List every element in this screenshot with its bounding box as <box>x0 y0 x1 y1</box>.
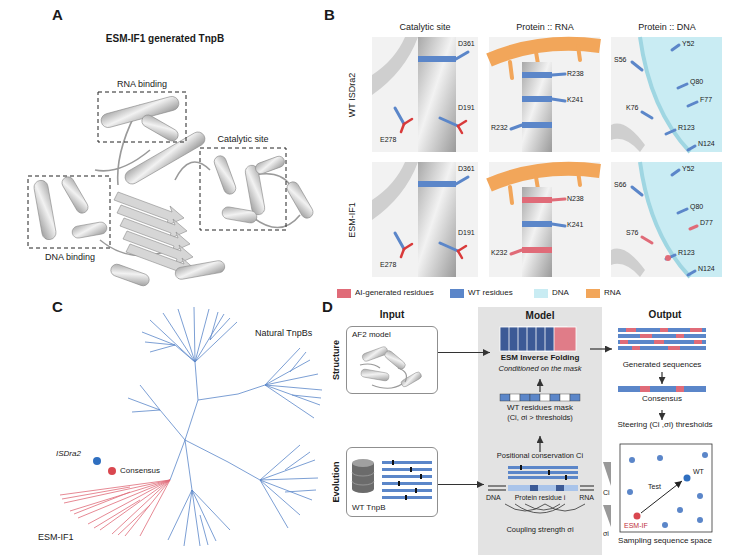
legend-swatch <box>586 289 600 298</box>
residue-label: D361 <box>458 40 475 48</box>
residue-label: Y52 <box>682 40 694 48</box>
residue-label: D191 <box>458 104 475 112</box>
residue-label: Y52 <box>682 165 694 173</box>
residue-label: K76 <box>626 104 638 112</box>
row-header: Evolution <box>331 462 341 503</box>
residue-label: S76 <box>626 229 638 237</box>
phylogenetic-tree <box>60 307 322 546</box>
tree-label: ISDra2 <box>56 449 81 458</box>
node-text: (Ci, σi > thresholds) <box>507 414 573 423</box>
residue-label: R123 <box>678 249 695 257</box>
flow-arrow <box>590 348 612 349</box>
node-text: Protein residue i <box>515 494 566 502</box>
node-text: Generated sequences <box>623 360 702 369</box>
residue-label: K241 <box>567 96 583 104</box>
flow-arrow <box>661 410 662 420</box>
residue-label: S56 <box>614 56 626 64</box>
legend-text: AI-generated residues <box>355 288 434 297</box>
row-header: WT ISDra2 <box>347 73 357 117</box>
residue-label: D361 <box>458 165 475 173</box>
residue-label: D77 <box>700 219 713 227</box>
legend-text: WT residues <box>468 288 513 297</box>
region-label: Catalytic site <box>217 134 268 144</box>
model-block: ESM Inverse FoldingConditioned on the ma… <box>490 323 590 379</box>
flow-arrow <box>438 352 490 353</box>
protein-cartoon <box>28 92 315 287</box>
residue-label: Q80 <box>690 203 703 211</box>
panel-letter: C <box>52 298 63 315</box>
input-box: WT TnpB <box>346 447 438 517</box>
node-text: Model <box>526 310 555 322</box>
region-label: DNA binding <box>45 252 95 262</box>
threshold-symbol: Ci <box>603 489 610 497</box>
column-header: Protein :: RNA <box>516 22 574 32</box>
flow-arrow <box>539 436 540 452</box>
node-text: Steering (Ci ,σi) thresholds <box>612 420 718 429</box>
output-block: Generated sequences <box>612 326 712 372</box>
mask-block: WT residues mask (Ci, σi > thresholds) <box>490 392 590 436</box>
input-box: AF2 model <box>346 326 438 394</box>
panel-letter: D <box>322 298 333 315</box>
column-header: Catalytic site <box>399 22 450 32</box>
clade-label: Natural TnpBs <box>255 328 312 338</box>
node-text: DNA <box>486 494 501 502</box>
point-label: Test <box>648 483 661 491</box>
flow-arrow <box>539 379 540 392</box>
node-text: Consensus <box>642 394 682 403</box>
legend-text: RNA <box>604 288 621 297</box>
node-text: AF2 model <box>352 330 391 339</box>
node-text: RNA <box>579 494 594 502</box>
legend-text: DNA <box>552 288 569 297</box>
tree-label: Consensus <box>120 466 160 475</box>
pipeline-artwork <box>352 307 712 555</box>
region-label: RNA binding <box>117 79 167 89</box>
residue-label: N238 <box>567 195 584 203</box>
residue-label: D191 <box>458 229 475 237</box>
node-text: Sampling sequence space <box>618 536 712 545</box>
residue-label: K241 <box>567 221 583 229</box>
residue-label: N124 <box>698 140 715 148</box>
panel-letter: B <box>324 6 335 23</box>
threshold-symbol: σi <box>603 530 609 538</box>
panel-title: ESM-IF1 generated TnpB <box>106 33 224 45</box>
node-text: WT TnpB <box>352 503 386 512</box>
node-text: Coupling strength σi <box>506 526 573 535</box>
residue-label: R238 <box>567 70 584 78</box>
node-text: WT residues mask <box>507 403 573 412</box>
column-header: Protein :: DNA <box>638 22 696 32</box>
node-text: ESM Inverse Folding <box>501 353 580 362</box>
output-block: Consensus <box>612 384 712 410</box>
residue-label: E278 <box>380 136 396 144</box>
residue-label: S66 <box>614 181 626 189</box>
legend-swatch <box>337 289 351 298</box>
node-text: Conditioned on the mask <box>499 365 582 374</box>
point-label: WT <box>693 468 704 476</box>
residue-label: N124 <box>698 265 715 273</box>
flow-arrow <box>661 372 662 384</box>
residue-label: R232 <box>491 124 508 132</box>
column-header: Input <box>380 309 404 321</box>
legend-swatch <box>450 289 464 298</box>
evolution-block: Positional conservation Ci DNA Protein res… <box>484 452 596 538</box>
legend-swatch <box>534 289 548 298</box>
structure-closeups <box>372 37 722 277</box>
residue-label: E278 <box>380 261 396 269</box>
residue-label: R123 <box>678 124 695 132</box>
row-header: ESM-IF1 <box>347 202 357 238</box>
panel-letter: A <box>52 6 63 23</box>
residue-label: F77 <box>700 96 712 104</box>
column-header: Output <box>649 309 682 321</box>
residue-label: Q80 <box>690 78 703 86</box>
flow-arrow <box>438 484 484 485</box>
model-panel: ModelESM Inverse FoldingConditioned on t… <box>478 307 602 555</box>
residue-label: K232 <box>491 249 507 257</box>
clade-label: ESM-IF1 <box>38 532 74 542</box>
point-label: ESM-IF <box>624 522 648 530</box>
node-text: Positional conservation Ci <box>497 452 583 461</box>
row-header: Structure <box>331 340 341 380</box>
